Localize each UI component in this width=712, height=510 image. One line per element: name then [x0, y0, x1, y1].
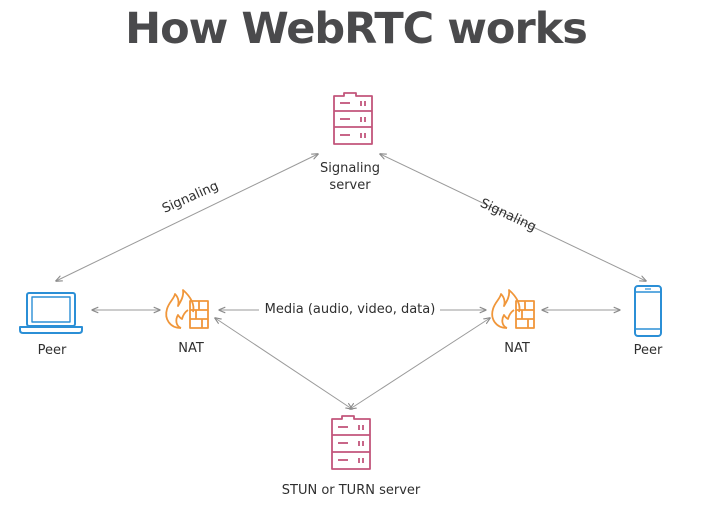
- signaling-server-label-line2: server: [329, 178, 371, 193]
- nat-left-stun-arrow: [215, 318, 352, 409]
- media-edge-label: Media (audio, video, data): [264, 302, 436, 317]
- signaling-server-label: Signaling server: [300, 160, 400, 194]
- nat-right-label: NAT: [504, 341, 530, 356]
- nat-right-stun-arrow: [350, 318, 490, 409]
- laptop-icon: [19, 292, 83, 334]
- nat-left-label: NAT: [178, 341, 204, 356]
- smartphone-icon: [634, 285, 662, 337]
- page-title: How WebRTC works: [125, 4, 588, 54]
- signaling-left-arrow: [56, 154, 318, 281]
- firewall-icon-left: [165, 289, 209, 329]
- firewall-icon-right: [491, 289, 535, 329]
- signaling-right-arrow: [380, 154, 646, 281]
- peer-right-label: Peer: [633, 343, 663, 358]
- signaling-server-label-line1: Signaling: [319, 161, 381, 176]
- signaling-server-icon: [333, 92, 373, 145]
- stun-turn-server-label: STUN or TURN server: [281, 483, 421, 498]
- stun-turn-server-icon: [331, 415, 371, 470]
- peer-left-label: Peer: [37, 343, 67, 358]
